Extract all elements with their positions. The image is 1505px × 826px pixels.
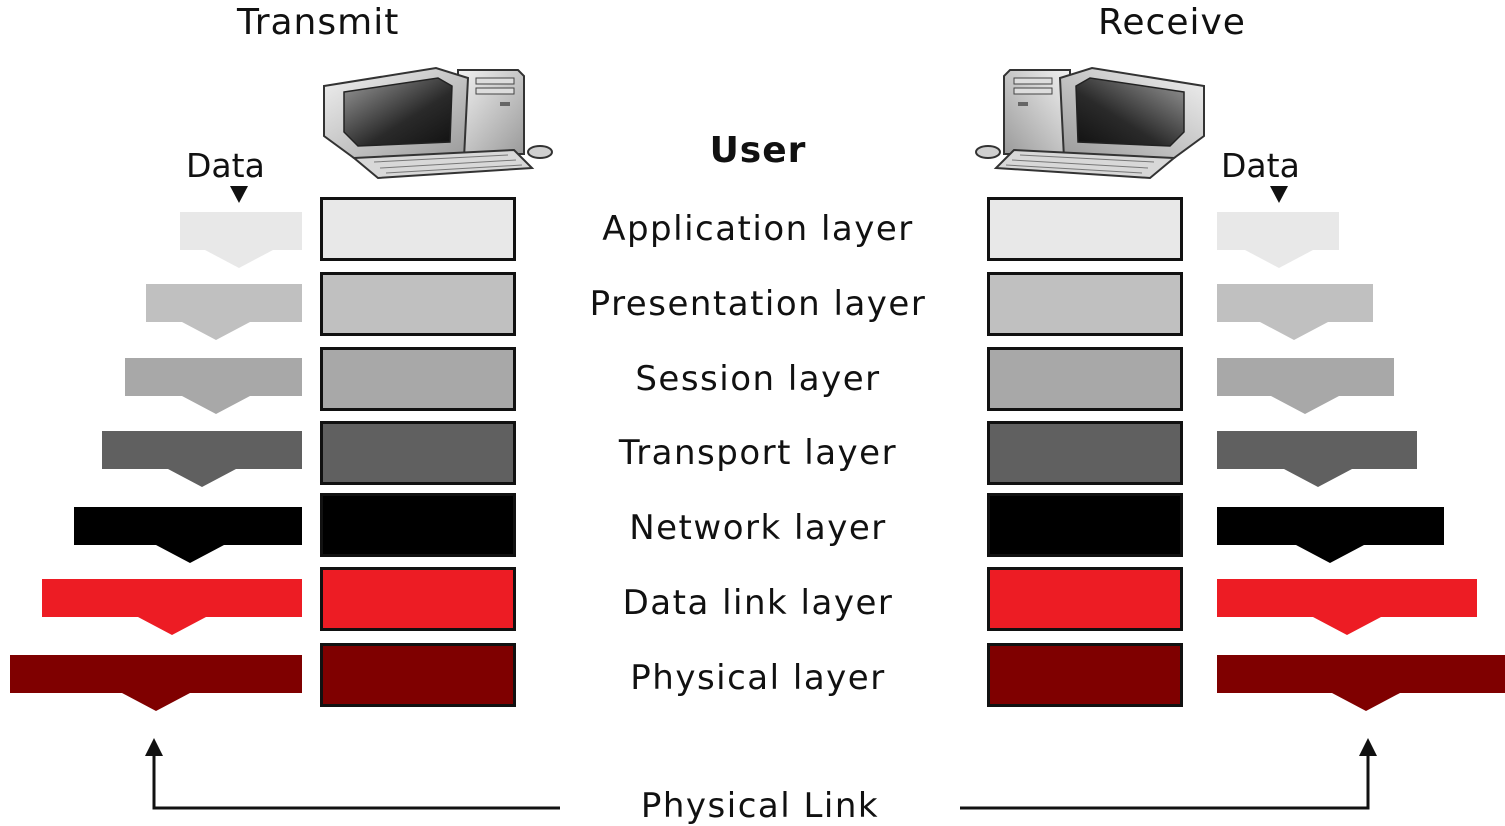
receive-layer-box-application <box>987 197 1183 261</box>
transmit-layer-box-physical <box>320 643 516 707</box>
receive-layer-box-transport <box>987 421 1183 485</box>
layer-label-transport: Transport layer <box>618 433 898 473</box>
computer-icon <box>323 66 553 180</box>
transmit-layer-box-presentation <box>320 272 516 336</box>
receive-layer-box-data-link <box>987 567 1183 631</box>
transmit-heading: Transmit <box>237 2 400 43</box>
receive-layer-box-network <box>987 493 1183 557</box>
data-label-transmit: Data <box>186 146 265 185</box>
arrow-up-icon <box>145 738 163 756</box>
transmit-layer-box-network <box>320 493 516 557</box>
receive-layer-box-session <box>987 347 1183 411</box>
computer-icon <box>975 66 1205 180</box>
layer-label-network: Network layer <box>629 508 887 548</box>
arrow-down-icon <box>1270 186 1288 203</box>
layer-label-session: Session layer <box>635 359 881 399</box>
receive-heading: Receive <box>1098 2 1246 43</box>
receive-data-tab-session <box>1217 358 1394 414</box>
receive-data-tab-data-link <box>1217 579 1477 635</box>
transmit-data-tab-presentation <box>146 284 302 340</box>
receive-data-tab-transport <box>1217 431 1417 487</box>
arrow-up-icon <box>1359 738 1377 756</box>
physical-link-line-left <box>152 752 574 810</box>
transmit-data-tab-transport <box>102 431 302 487</box>
data-label-receive: Data <box>1221 146 1300 185</box>
layer-label-data-link: Data link layer <box>622 583 894 623</box>
layer-label-application: Application layer <box>602 209 914 249</box>
transmit-layer-box-session <box>320 347 516 411</box>
transmit-data-tab-application <box>180 212 302 268</box>
transmit-layer-box-application <box>320 197 516 261</box>
transmit-data-tab-session <box>125 358 302 414</box>
receive-data-tab-network <box>1217 507 1444 563</box>
transmit-layer-box-data-link <box>320 567 516 631</box>
physical-link-line-right <box>940 752 1370 810</box>
user-label: User <box>709 130 807 171</box>
receive-layer-box-presentation <box>987 272 1183 336</box>
transmit-data-tab-network <box>74 507 302 563</box>
receive-layer-box-physical <box>987 643 1183 707</box>
receive-data-tab-physical <box>1217 655 1505 711</box>
transmit-data-tab-physical <box>10 655 302 711</box>
receive-data-tab-presentation <box>1217 284 1373 340</box>
layer-label-physical: Physical layer <box>630 658 886 698</box>
transmit-layer-box-transport <box>320 421 516 485</box>
physical-link-label: Physical Link <box>560 786 960 826</box>
transmit-data-tab-data-link <box>42 579 302 635</box>
receive-data-tab-application <box>1217 212 1339 268</box>
layer-label-presentation: Presentation layer <box>589 284 927 324</box>
arrow-down-icon <box>230 186 248 203</box>
